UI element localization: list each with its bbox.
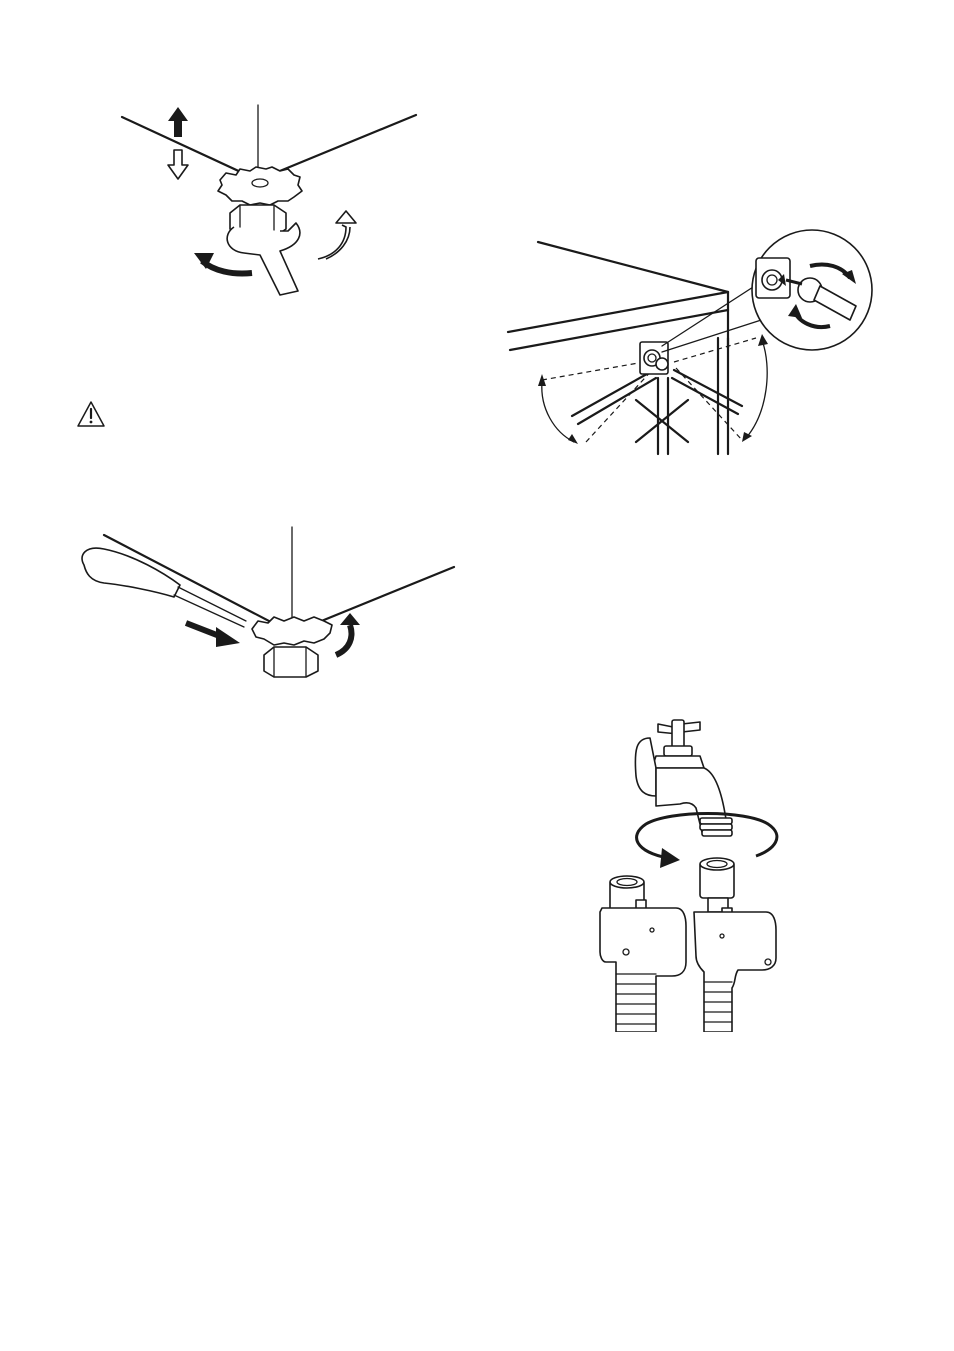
hose-angle-figure <box>506 228 876 458</box>
push-arrow-icon <box>186 623 240 647</box>
up-arrow-icon <box>168 107 188 137</box>
hose-adapter-left-icon <box>600 876 686 1032</box>
screwdriver-icon <box>82 548 246 627</box>
wrench-icon <box>227 223 300 295</box>
rotate-right-arrow-icon <box>318 211 356 259</box>
detail-magnifier-icon <box>752 230 872 350</box>
down-arrow-icon <box>168 150 188 179</box>
rotate-left-arrow-icon <box>194 253 252 274</box>
tap-icon <box>635 720 732 836</box>
foot-wrench-figure <box>110 95 430 305</box>
foot-screwdriver-figure <box>74 525 458 685</box>
warning-icon <box>76 400 106 428</box>
hose-adapter-right-icon <box>694 858 776 1032</box>
adjustment-wheel-icon <box>252 617 332 645</box>
foot-nut-icon <box>264 647 318 677</box>
adjustment-wheel-icon <box>218 167 302 205</box>
rotate-up-arrow-icon <box>336 613 360 655</box>
tap-connection-figure <box>596 712 786 1032</box>
